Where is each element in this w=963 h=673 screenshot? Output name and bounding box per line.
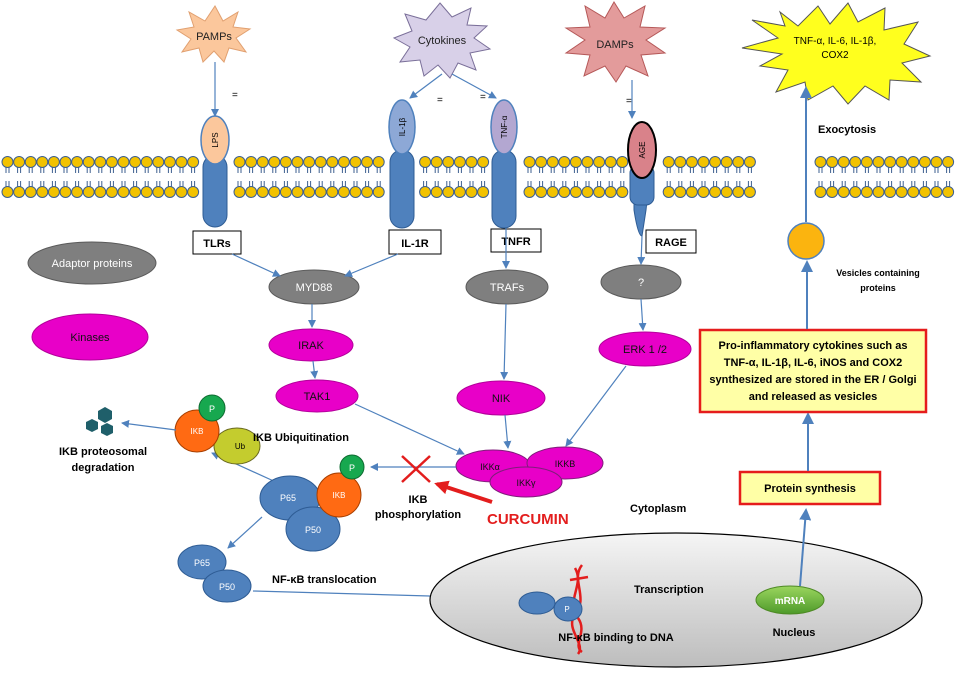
legend-kinase: Kinases — [31, 313, 149, 361]
cell-membrane — [1, 156, 955, 198]
tlrs-box: TLRs — [192, 230, 242, 255]
ikk-complex: IKKα IKKB IKKγ — [455, 446, 604, 498]
ikb-phosphorylation-line2: phosphorylation — [375, 509, 461, 521]
svg-text:Ub: Ub — [235, 442, 246, 451]
equals-pamps: = — [232, 90, 238, 101]
protein-synthesis-box: Protein synthesis — [738, 470, 882, 506]
svg-text:TNFR: TNFR — [501, 236, 530, 248]
vesicle — [787, 222, 825, 260]
mrna-to-synthesis-arrow — [799, 508, 812, 587]
svg-text:P: P — [349, 463, 355, 473]
svg-text:IKKB: IKKB — [555, 459, 576, 469]
equals-tnfa: = — [480, 92, 486, 103]
tak1-node: TAK1 — [275, 379, 359, 413]
svg-text:P65: P65 — [280, 493, 296, 503]
cytokine-tnfa-arrow — [451, 73, 497, 99]
svg-text:P50: P50 — [219, 582, 235, 592]
nfkb-translocation-label: NF-κB translocation — [272, 574, 377, 586]
nfkb-on-dna: P — [518, 591, 583, 622]
svg-text:IKB: IKB — [333, 491, 346, 500]
svg-text:P: P — [564, 605, 569, 614]
vesicles-line1: Vesicles containing — [836, 268, 920, 278]
il1r-box: IL-1R — [388, 229, 442, 255]
svg-text:NIK: NIK — [492, 393, 511, 405]
ikb-ubiquitinated: Ub IKB P — [174, 394, 261, 465]
svg-text:synthesized are stored in the: synthesized are stored in the ER / Golgi — [709, 374, 916, 386]
rage-receptor: AGE — [627, 121, 657, 237]
svg-text:IRAK: IRAK — [298, 340, 324, 352]
output-line2: COX2 — [821, 50, 849, 61]
il1r-receptor: IL-1β — [388, 99, 416, 229]
svg-text:?: ? — [638, 277, 644, 289]
cytokines-label: Cytokines — [418, 35, 467, 47]
ikb-ubiquitination-label: IKB Ubiquitination — [253, 432, 349, 444]
tnfr-receptor: TNF-α — [490, 99, 518, 229]
rage-box: RAGE — [645, 229, 697, 254]
tnfa-label: TNF-α — [500, 115, 509, 138]
svg-text:and released as vesicles: and released as vesicles — [749, 391, 877, 403]
svg-text:RAGE: RAGE — [655, 237, 687, 249]
svg-text:IKKγ: IKKγ — [516, 478, 536, 488]
vesicles-line2: proteins — [860, 283, 896, 293]
svg-text:TRAFs: TRAFs — [490, 282, 525, 294]
damps-star: DAMPs — [564, 1, 667, 83]
age-label: AGE — [638, 142, 647, 159]
pamps-star: PAMPs — [175, 5, 252, 63]
equals-il1b: = — [437, 95, 443, 106]
curcumin-arrow — [434, 480, 493, 504]
ikb-phosphorylation-line1: IKB — [409, 494, 428, 506]
ikb-degradation-line1: IKB proteosomal — [59, 446, 147, 458]
nfkb-dna-binding-label: NF-κB binding to DNA — [558, 632, 674, 644]
svg-text:IKKα: IKKα — [480, 462, 500, 472]
unknown-adaptor-node: ? — [600, 264, 682, 300]
tlr-receptor: LPS — [200, 115, 230, 228]
svg-text:ERK 1 /2: ERK 1 /2 — [623, 344, 667, 356]
svg-text:mRNA: mRNA — [775, 596, 806, 607]
svg-text:Pro-inflammatory cytokines suc: Pro-inflammatory cytokines such as — [719, 340, 908, 352]
damps-label: DAMPs — [596, 39, 634, 51]
exocytosis-label: Exocytosis — [818, 124, 876, 136]
nucleus — [429, 532, 923, 668]
nfkb-ikb-complex: P65 P50 IKB P — [259, 454, 365, 552]
il1b-label: IL-1β — [398, 117, 407, 136]
svg-text:Kinases: Kinases — [70, 332, 110, 344]
svg-text:P: P — [209, 404, 215, 414]
inhibition-cross-icon — [401, 455, 431, 483]
erk-node: ERK 1 /2 — [598, 331, 692, 367]
legend-adaptor: Adaptor proteins — [27, 241, 157, 285]
svg-text:TNF-α, IL-1β, IL-6, iNOS and C: TNF-α, IL-1β, IL-6, iNOS and COX2 — [724, 357, 903, 369]
svg-text:IL-1R: IL-1R — [401, 238, 429, 250]
svg-text:Protein synthesis: Protein synthesis — [764, 483, 856, 495]
pro-inflammatory-box: Pro-inflammatory cytokines such as TNF-α… — [698, 328, 928, 414]
svg-text:TLRs: TLRs — [203, 238, 231, 250]
myd88-node: MYD88 — [268, 269, 360, 305]
transcription-label: Transcription — [634, 584, 704, 596]
ikb-degradation-line2: degradation — [72, 462, 135, 474]
irak-node: IRAK — [268, 328, 354, 362]
degradation-fragments-icon — [86, 407, 113, 436]
cytokine-output-star: TNF-α, IL-6, IL-1β, COX2 — [741, 2, 932, 105]
svg-text:P65: P65 — [194, 558, 210, 568]
mrna-node: mRNA — [755, 585, 825, 615]
svg-text:IKB: IKB — [191, 427, 204, 436]
output-line1: TNF-α, IL-6, IL-1β, — [794, 36, 877, 47]
cytoplasm-label: Cytoplasm — [630, 503, 686, 515]
cytokine-il1b-arrow — [409, 73, 443, 99]
degradation-arrow — [121, 419, 177, 431]
nucleus-label: Nucleus — [773, 627, 816, 639]
equals-damps: = — [626, 96, 632, 107]
svg-text:P50: P50 — [305, 525, 321, 535]
svg-text:TAK1: TAK1 — [304, 391, 331, 403]
tnfr-box: TNFR — [490, 228, 542, 253]
curcumin-label: CURCUMIN — [487, 511, 569, 528]
lps-label: LPS — [211, 132, 220, 147]
pamps-label: PAMPs — [196, 31, 232, 43]
nik-node: NIK — [456, 380, 546, 416]
trafs-node: TRAFs — [465, 269, 549, 305]
svg-text:Adaptor proteins: Adaptor proteins — [52, 258, 133, 270]
free-nfkb: P65 P50 — [177, 544, 252, 603]
svg-text:MYD88: MYD88 — [296, 282, 333, 294]
cytokines-star: Cytokines — [392, 2, 492, 79]
